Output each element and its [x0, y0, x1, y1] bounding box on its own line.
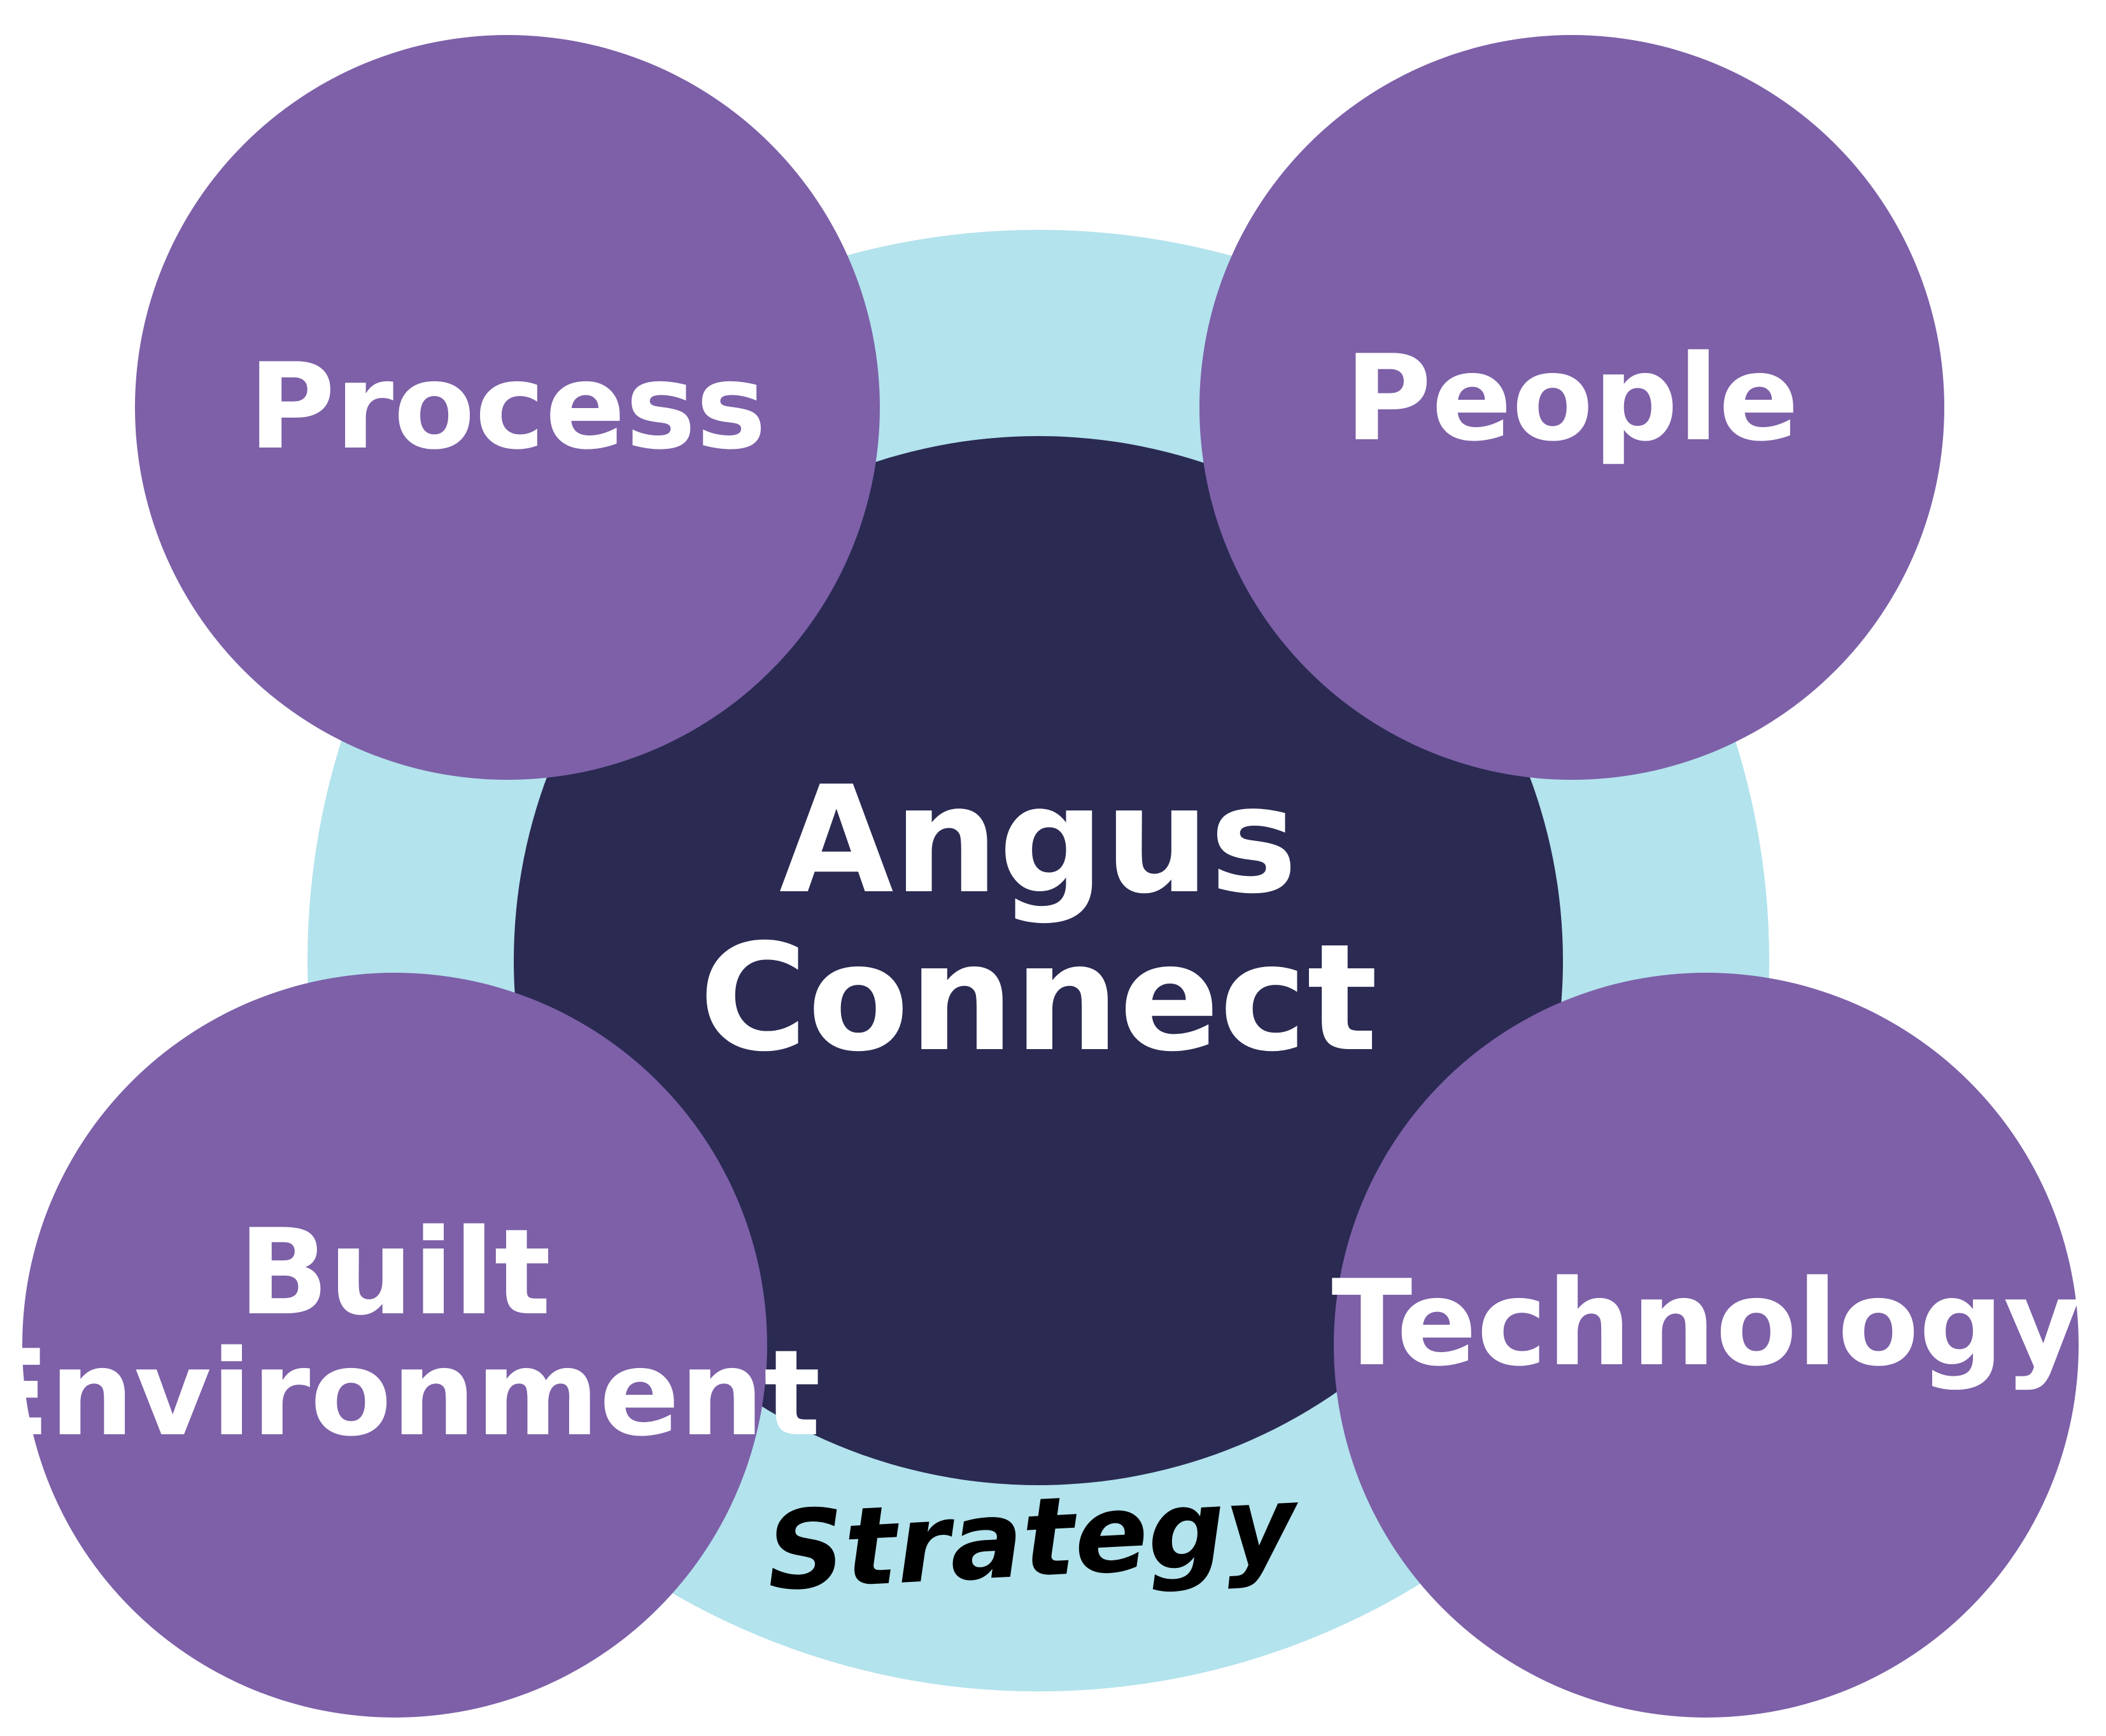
built-label-line2: Environment — [0, 1324, 821, 1462]
center-title-line2: Connect — [699, 912, 1378, 1084]
people-node — [1199, 35, 1944, 780]
process-node — [135, 35, 880, 780]
center-title-line1: Angus — [779, 754, 1297, 926]
process-label: Process — [248, 337, 767, 476]
built-label-line1: Built — [239, 1203, 551, 1341]
people-label: People — [1345, 329, 1799, 467]
strategy-label: Strategy — [764, 1462, 1303, 1616]
technology-label: Technology — [1331, 1254, 2081, 1392]
angus-connect-core — [514, 436, 1563, 1485]
technology-node — [1334, 973, 2079, 1718]
built-environment-node — [22, 973, 767, 1718]
